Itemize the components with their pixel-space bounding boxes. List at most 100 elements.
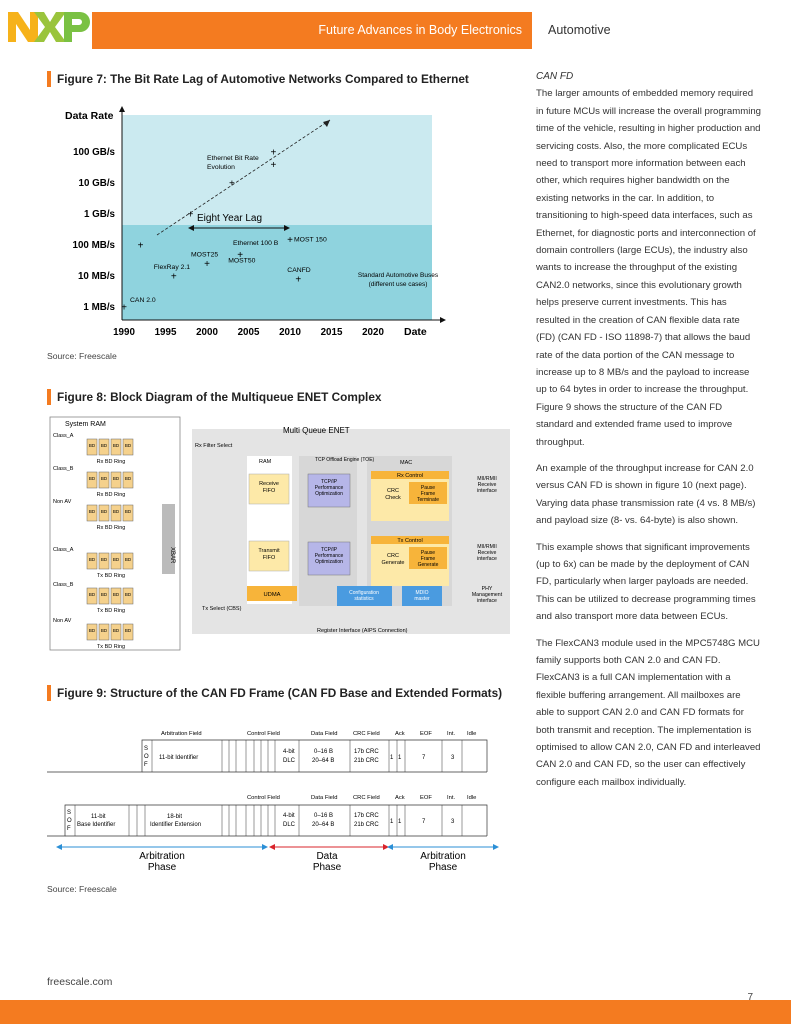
svg-text:O: O — [67, 818, 72, 824]
paragraph-3: This example shows that significant impr… — [536, 541, 756, 623]
svg-text:EOF: EOF — [420, 731, 432, 737]
bd-cell-label: BD — [101, 443, 108, 448]
x-tick-label: 1995 — [155, 327, 177, 338]
svg-text:4-bit: 4-bit — [283, 749, 295, 755]
svg-text:Ack: Ack — [395, 731, 405, 737]
bd-cell — [110, 552, 122, 570]
auto-bus-label: CANFD — [287, 267, 311, 274]
figure-9-source: Source: Freescale — [47, 884, 117, 894]
bd-ring-label: Rx BD Ring — [97, 459, 126, 465]
svg-text:Data Field: Data Field — [311, 731, 337, 737]
svg-text:1: 1 — [398, 755, 402, 761]
svg-text:11-bit: 11-bit — [91, 814, 106, 820]
svg-text:F: F — [144, 762, 148, 768]
bd-cell — [86, 623, 98, 641]
svg-text:DLC: DLC — [283, 822, 296, 828]
svg-text:1: 1 — [398, 819, 402, 825]
bd-cell-label: BD — [101, 592, 108, 597]
svg-text:Arbitration Field: Arbitration Field — [161, 731, 202, 737]
ring-class-label: Non AV — [53, 499, 72, 505]
x-tick-label: 2000 — [196, 327, 218, 338]
svg-text:4-bit: 4-bit — [283, 813, 295, 819]
bd-cell-label: BD — [113, 443, 120, 448]
body-text-column: CAN FD The larger amounts of embedded me… — [536, 68, 761, 800]
paragraph-1: The larger amounts of embedded memory re… — [536, 88, 762, 448]
y-axis-label: Data Rate — [65, 110, 114, 122]
svg-text:XBAR: XBAR — [169, 547, 175, 564]
x-tick-label: 2010 — [279, 327, 301, 338]
y-tick-label: 1 MB/s — [83, 302, 115, 313]
auto-bus-point: + — [237, 250, 243, 261]
nxp-logo — [8, 12, 90, 42]
mdio-block — [402, 586, 442, 606]
bd-cell-label: BD — [113, 476, 120, 481]
svg-text:Int.: Int. — [447, 731, 455, 737]
ring-class-label: Class_A — [53, 547, 74, 553]
data-points: ++++++CAN 2.0+LIN+FlexRay 2.1+MOST25+MOS… — [121, 148, 327, 314]
svg-text:1: 1 — [390, 755, 394, 761]
bd-cell — [122, 471, 134, 489]
svg-text:20–64 B: 20–64 B — [312, 758, 334, 764]
bd-cell — [110, 471, 122, 489]
svg-text:0–16 B: 0–16 B — [314, 749, 333, 755]
svg-text:Control Field: Control Field — [247, 795, 280, 801]
bd-cell — [122, 623, 134, 641]
bd-cell-label: BD — [89, 509, 96, 514]
bd-cell — [98, 471, 110, 489]
bd-ring-label: Tx BD Ring — [97, 608, 125, 614]
page-number: 7 — [747, 992, 753, 1003]
bd-cell — [110, 623, 122, 641]
footer-link[interactable]: freescale.com — [47, 976, 113, 988]
svg-text:Data Field: Data Field — [311, 795, 337, 801]
bd-cell — [122, 438, 134, 456]
bd-cell — [122, 552, 134, 570]
svg-text:EOF: EOF — [420, 795, 432, 801]
bd-cell-label: BD — [101, 628, 108, 633]
receive-fifo — [248, 473, 290, 505]
bd-cell — [110, 504, 122, 522]
transmit-fifo — [248, 540, 290, 572]
standard-buses-label: Standard Automotive Buses(different use … — [358, 272, 439, 288]
bd-cell-label: BD — [113, 509, 120, 514]
y-tick-label: 1 GB/s — [84, 209, 116, 220]
header-subtitle: Automotive — [548, 23, 611, 37]
svg-text:MAC: MAC — [400, 460, 412, 466]
svg-text:Idle: Idle — [467, 795, 476, 801]
svg-text:S: S — [144, 746, 148, 752]
ethernet-zone — [122, 115, 432, 225]
x-axis-label: Date — [404, 326, 427, 338]
bd-cell-label: BD — [101, 557, 108, 562]
bd-cell — [86, 471, 98, 489]
bd-cell — [86, 504, 98, 522]
canfd-frame-diagram: Arbitration Field Control Field Data Fie… — [47, 731, 499, 873]
svg-text:DLC: DLC — [283, 758, 296, 764]
svg-text:F: F — [67, 826, 71, 832]
auto-bus-label: CAN 2.0 — [130, 297, 156, 304]
config-block — [337, 586, 392, 606]
bd-cell — [86, 552, 98, 570]
figure-8-title: Figure 8: Block Diagram of the Multiqueu… — [47, 389, 381, 405]
eight-year-lag-label: Eight Year Lag — [197, 213, 262, 224]
svg-text:Idle: Idle — [467, 731, 476, 737]
y-tick-label: 100 GB/s — [73, 147, 115, 158]
bd-cell-label: BD — [89, 476, 96, 481]
svg-text:11-bit Identifier: 11-bit Identifier — [159, 755, 198, 761]
auto-bus-point: + — [295, 275, 301, 286]
bd-ring-label: Tx BD Ring — [97, 644, 125, 650]
auto-bus-point: + — [121, 303, 127, 314]
svg-text:Int.: Int. — [447, 795, 455, 801]
svg-text:Control Field: Control Field — [247, 731, 280, 737]
automotive-zone — [122, 225, 432, 320]
